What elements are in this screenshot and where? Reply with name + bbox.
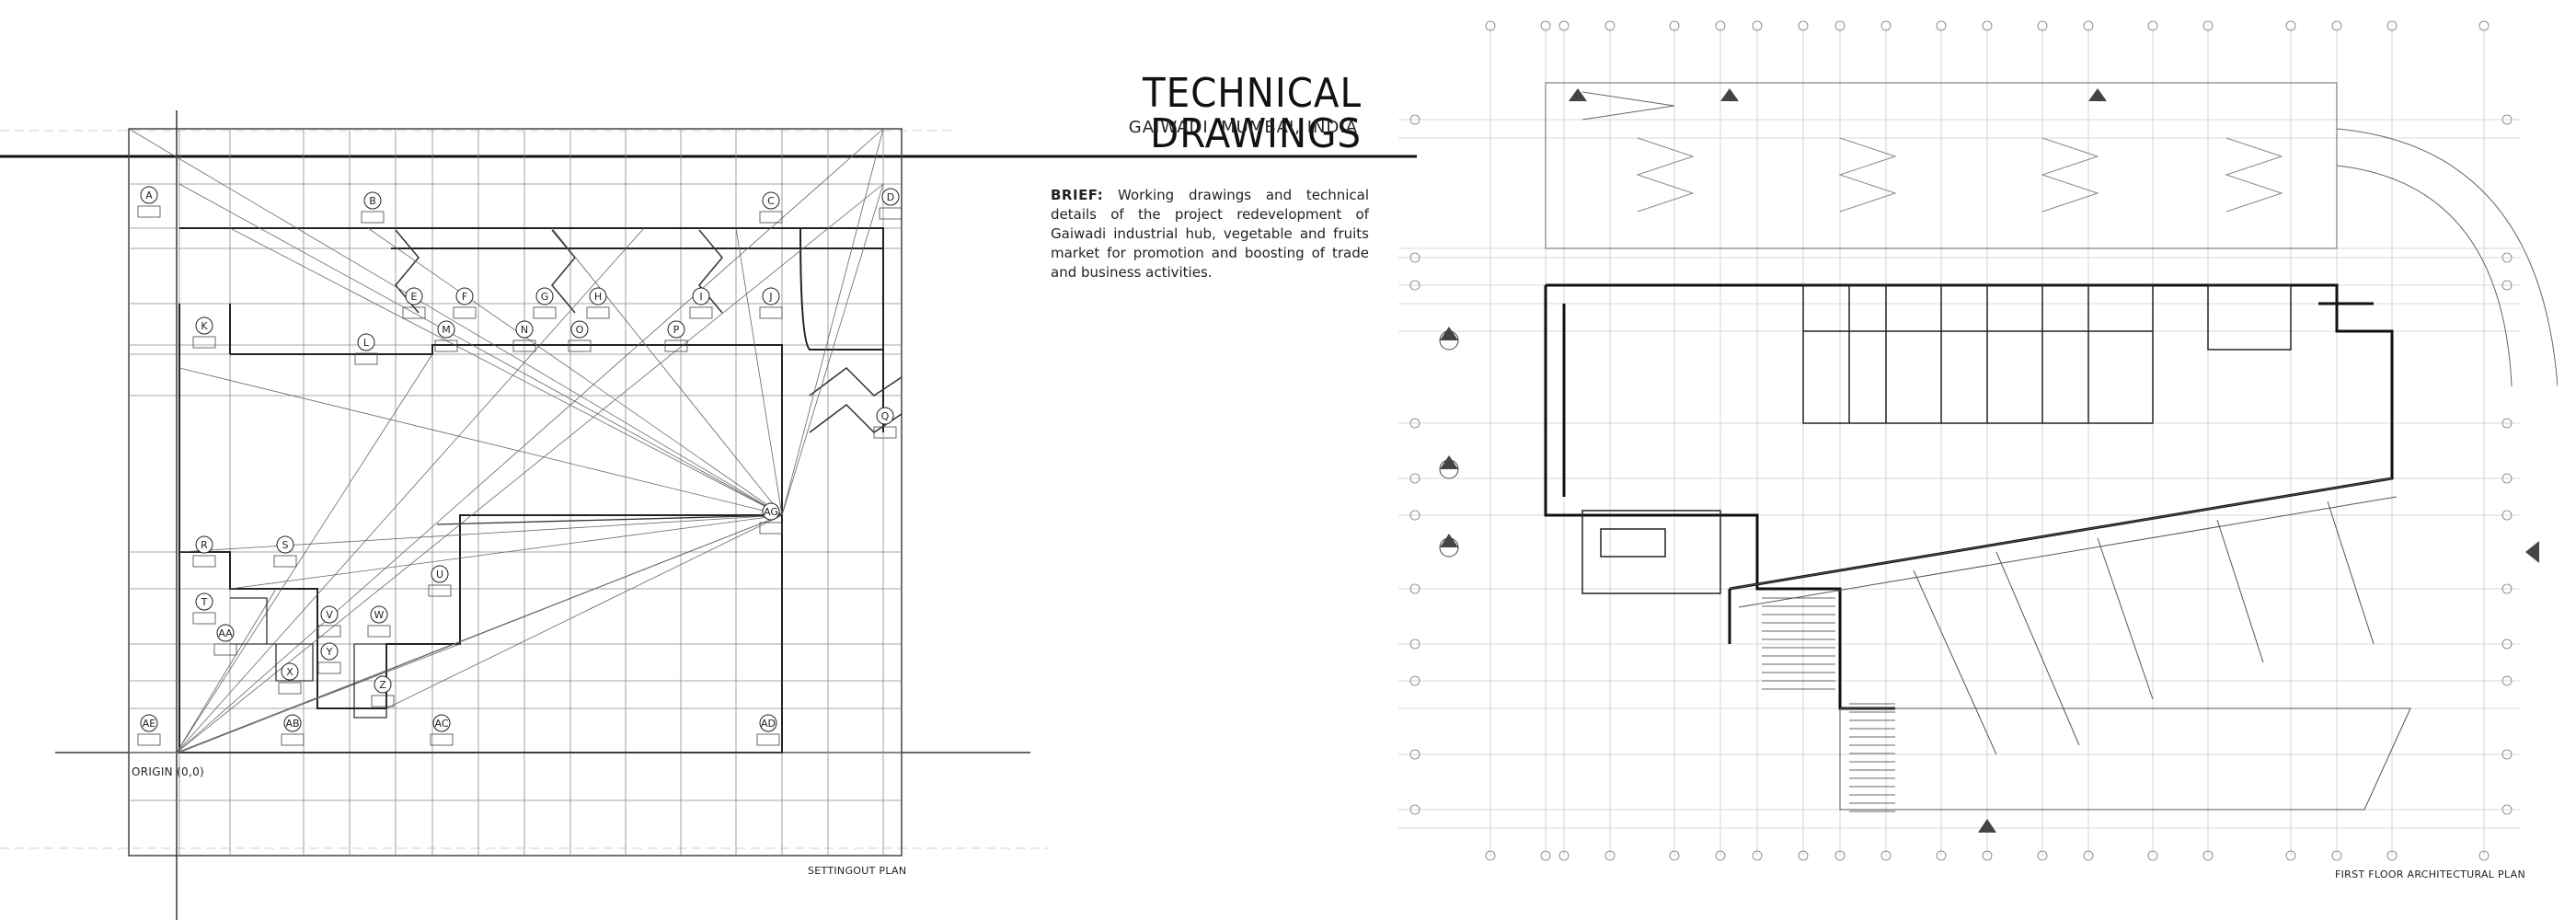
setting-out-caption: SETTINGOUT PLAN bbox=[808, 865, 907, 877]
svg-text:G: G bbox=[541, 291, 549, 303]
svg-text:C: C bbox=[767, 195, 775, 207]
setting-point-k: K bbox=[192, 316, 216, 349]
setting-point-q: Q bbox=[873, 407, 897, 439]
setting-point-ad: AD bbox=[756, 714, 780, 746]
page-subtitle: GAIWADI, MUMBAI, INDIA bbox=[1128, 118, 1358, 137]
svg-text:F: F bbox=[462, 291, 467, 303]
svg-text:L: L bbox=[363, 337, 370, 349]
svg-text:D: D bbox=[887, 191, 894, 203]
svg-text:AD: AD bbox=[761, 718, 776, 730]
first-floor-plan bbox=[1398, 20, 2558, 861]
svg-text:R: R bbox=[201, 539, 208, 551]
setting-point-ag: AG bbox=[759, 502, 783, 535]
svg-text:U: U bbox=[436, 569, 443, 581]
setting-point-t: T bbox=[192, 592, 216, 625]
svg-text:P: P bbox=[673, 324, 680, 336]
svg-text:A: A bbox=[145, 190, 153, 201]
svg-text:H: H bbox=[594, 291, 602, 303]
svg-text:AA: AA bbox=[218, 627, 233, 639]
setting-point-u: U bbox=[428, 565, 452, 597]
svg-text:J: J bbox=[768, 291, 772, 303]
svg-text:X: X bbox=[286, 666, 293, 678]
setting-point-b: B bbox=[361, 191, 385, 224]
svg-text:I: I bbox=[699, 291, 702, 303]
setting-point-i: I bbox=[689, 287, 713, 319]
brief-text: Working drawings and technical details o… bbox=[1051, 187, 1369, 281]
setting-point-aa: AA bbox=[213, 624, 237, 656]
setting-point-o: O bbox=[568, 320, 592, 352]
svg-text:N: N bbox=[521, 324, 528, 336]
svg-text:W: W bbox=[374, 609, 385, 621]
setting-point-v: V bbox=[317, 605, 341, 638]
svg-text:B: B bbox=[369, 195, 376, 207]
setting-point-h: H bbox=[586, 287, 610, 319]
svg-text:M: M bbox=[442, 324, 451, 336]
setting-point-r: R bbox=[192, 535, 216, 568]
setting-point-ab: AB bbox=[281, 714, 305, 746]
setting-point-m: M bbox=[434, 320, 458, 352]
setting-point-p: P bbox=[664, 320, 688, 352]
brief-label: BRIEF: bbox=[1051, 187, 1104, 203]
svg-text:AE: AE bbox=[143, 718, 156, 730]
svg-text:K: K bbox=[201, 320, 208, 332]
origin-label: ORIGIN (0,0) bbox=[132, 765, 204, 778]
svg-text:O: O bbox=[576, 324, 584, 336]
setting-point-n: N bbox=[512, 320, 536, 352]
svg-text:V: V bbox=[326, 609, 333, 621]
setting-point-y: Y bbox=[317, 642, 341, 674]
svg-text:Q: Q bbox=[881, 410, 890, 422]
page-title: TECHNICAL DRAWINGS bbox=[1142, 70, 1362, 157]
svg-text:S: S bbox=[282, 539, 289, 551]
setting-point-z: Z bbox=[371, 675, 395, 707]
svg-text:AB: AB bbox=[285, 718, 299, 730]
brief-paragraph: BRIEF: Working drawings and technical de… bbox=[1051, 186, 1369, 282]
setting-point-d: D bbox=[879, 188, 903, 220]
setting-point-x: X bbox=[278, 662, 302, 695]
setting-point-l: L bbox=[354, 333, 378, 365]
svg-text:AG: AG bbox=[764, 506, 778, 518]
svg-text:Z: Z bbox=[379, 679, 386, 691]
setting-point-ac: AC bbox=[430, 714, 454, 746]
setting-point-c: C bbox=[759, 191, 783, 224]
setting-point-g: G bbox=[533, 287, 557, 319]
setting-point-e: E bbox=[402, 287, 426, 319]
setting-point-f: F bbox=[453, 287, 477, 319]
setting-point-w: W bbox=[367, 605, 391, 638]
first-floor-caption: FIRST FLOOR ARCHITECTURAL PLAN bbox=[2335, 868, 2525, 880]
svg-text:Y: Y bbox=[326, 646, 333, 658]
setting-point-ae: AE bbox=[137, 714, 161, 746]
setting-point-j: J bbox=[759, 287, 783, 319]
setting-point-a: A bbox=[137, 186, 161, 218]
svg-text:E: E bbox=[411, 291, 418, 303]
setting-point-s: S bbox=[273, 535, 297, 568]
svg-text:T: T bbox=[201, 596, 208, 608]
svg-text:AC: AC bbox=[434, 718, 448, 730]
